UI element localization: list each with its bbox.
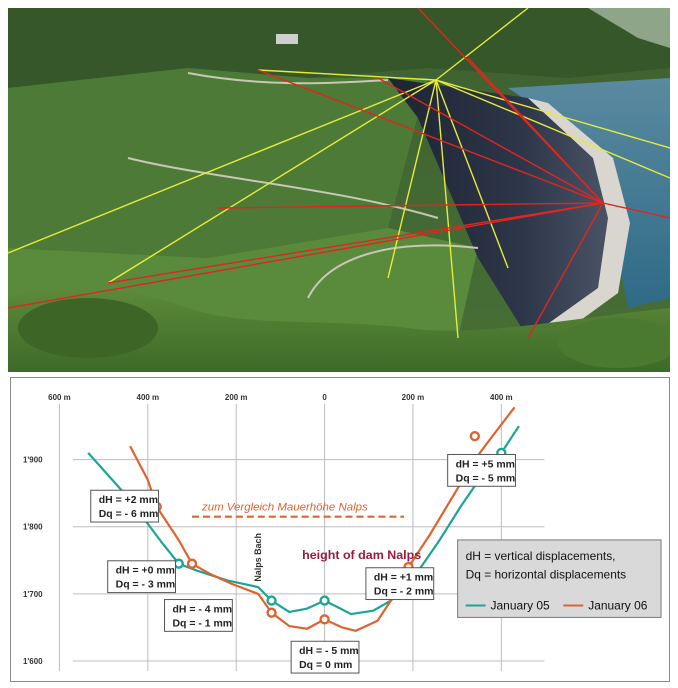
y-axis-ticks: 1'900 1'800 1'700 1'600 bbox=[23, 456, 43, 666]
mid-slope bbox=[8, 68, 428, 258]
x-tick-label: 600 m bbox=[48, 393, 71, 402]
svg-text:Dq = 0 mm: Dq = 0 mm bbox=[299, 660, 352, 671]
marker-jan06 bbox=[186, 558, 198, 569]
svg-text:dH = +2 mm: dH = +2 mm bbox=[99, 495, 158, 506]
y-tick-label: 1'900 bbox=[23, 456, 43, 465]
svg-text:dH = - 5 mm: dH = - 5 mm bbox=[299, 646, 359, 657]
survey-lines-yellow bbox=[8, 8, 670, 339]
marker-jan06 bbox=[319, 614, 330, 625]
x-tick-label: 200 m bbox=[402, 393, 425, 402]
road bbox=[307, 244, 479, 299]
road bbox=[187, 72, 389, 85]
displacement-chart: 600 m 400 m 200 m 0 200 m 400 m 1'900 1'800 1'7… bbox=[10, 377, 670, 682]
annotation-box: dH = +0 mm Dq = - 3 mm bbox=[107, 560, 176, 594]
y-tick-label: 1'600 bbox=[23, 657, 43, 666]
series-line-jan06 bbox=[129, 406, 516, 632]
shrub bbox=[18, 298, 158, 358]
dam-survey-photo bbox=[8, 8, 670, 372]
annotation-box: dH = +2 mm Dq = - 6 mm bbox=[90, 489, 160, 523]
survey-lines-red bbox=[8, 8, 670, 339]
building bbox=[276, 34, 298, 44]
x-tick-label: 400 m bbox=[490, 393, 513, 402]
legend-item-jan06: January 06 bbox=[588, 598, 648, 612]
svg-text:dH = +5 mm: dH = +5 mm bbox=[456, 459, 515, 470]
y-tick-label: 1'800 bbox=[23, 523, 43, 532]
legend-item-jan05: January 05 bbox=[491, 598, 551, 612]
svg-text:Dq = - 5 mm: Dq = - 5 mm bbox=[456, 473, 516, 484]
chart-grid bbox=[58, 403, 545, 672]
annotation-box: dH = - 5 mm Dq = 0 mm bbox=[290, 640, 360, 674]
legend-line1: dH = vertical displacements, bbox=[466, 549, 616, 563]
shrub bbox=[558, 318, 670, 368]
dam-crest bbox=[528, 98, 630, 344]
foreground-shrubs bbox=[8, 287, 670, 372]
x-tick-label: 400 m bbox=[137, 393, 160, 402]
y-tick-label: 1'700 bbox=[23, 590, 43, 599]
road bbox=[127, 157, 439, 219]
marker-jan06 bbox=[469, 430, 480, 442]
annotation-box: dH = +5 mm Dq = - 5 mm bbox=[447, 453, 516, 487]
x-tick-label: 200 m bbox=[225, 393, 248, 402]
svg-text:Dq = - 3 mm: Dq = - 3 mm bbox=[116, 580, 176, 591]
marker-jan05 bbox=[319, 595, 330, 606]
dam-height-label: height of dam Nalps bbox=[302, 548, 421, 562]
snow-patch bbox=[588, 8, 670, 48]
reservoir-lake bbox=[508, 78, 670, 308]
legend-line2: Dq = horizontal displacements bbox=[466, 568, 627, 582]
svg-text:Dq = - 1 mm: Dq = - 1 mm bbox=[173, 618, 233, 629]
x-tick-label: 0 bbox=[322, 393, 327, 402]
annotation-box: dH = +1 mm Dq = - 2 mm bbox=[365, 567, 435, 601]
valley-label: Nalps Bach bbox=[253, 533, 263, 582]
svg-text:Dq = - 2 mm: Dq = - 2 mm bbox=[374, 587, 434, 598]
svg-text:dH = - 4 mm: dH = - 4 mm bbox=[173, 604, 233, 615]
dam-wall bbox=[388, 78, 608, 338]
upper-slope bbox=[8, 8, 670, 88]
legend: dH = vertical displacements, Dq = horizo… bbox=[457, 539, 662, 618]
svg-text:dH = +0 mm: dH = +0 mm bbox=[116, 566, 175, 577]
annotation-box: dH = - 4 mm Dq = - 1 mm bbox=[164, 599, 233, 632]
svg-text:Dq = - 6 mm: Dq = - 6 mm bbox=[99, 509, 159, 520]
x-axis-ticks: 600 m 400 m 200 m 0 200 m 400 m bbox=[48, 393, 512, 402]
svg-text:dH = +1 mm: dH = +1 mm bbox=[374, 573, 433, 584]
reference-label: zum Vergleich Mauerhöhe Nalps bbox=[201, 502, 368, 514]
marker-jan06 bbox=[266, 607, 277, 618]
marker-jan05 bbox=[266, 595, 277, 606]
